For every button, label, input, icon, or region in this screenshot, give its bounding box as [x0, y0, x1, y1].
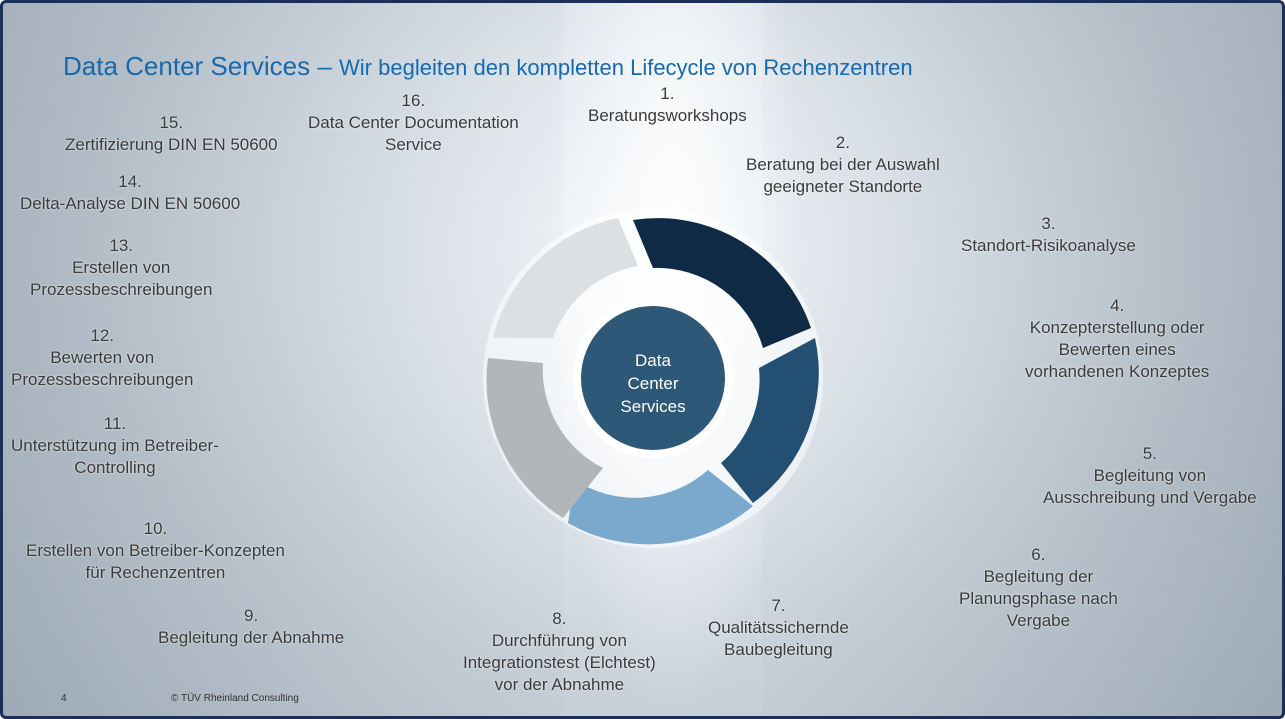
service-text: Bewerten von Prozessbeschreibungen: [11, 348, 194, 389]
cycle-segment-dark-navy: [633, 218, 811, 348]
cycle-segment-light-blue: [568, 470, 753, 545]
service-item-4: 4. Konzepterstellung oder Bewerten eines …: [1025, 295, 1209, 383]
service-item-1: 1. Beratungsworkshops: [588, 83, 747, 127]
service-number: 1.: [660, 84, 675, 103]
service-text: Durchführung von Integrationstest (Elcht…: [463, 631, 656, 694]
service-number: 4.: [1110, 296, 1125, 315]
service-number: 13.: [109, 236, 134, 255]
service-text: Zertifizierung DIN EN 50600: [65, 135, 278, 154]
service-item-9: 9. Begleitung der Abnahme: [158, 605, 344, 649]
service-text: Beratung bei der Auswahl geeigneter Stan…: [746, 155, 940, 196]
service-number: 10.: [143, 519, 168, 538]
service-number: 7.: [771, 596, 786, 615]
center-label-line3: Services: [620, 397, 685, 416]
service-text: Begleitung von Ausschreibung und Vergabe: [1043, 466, 1257, 507]
service-item-12: 12. Bewerten von Prozessbeschreibungen: [11, 325, 193, 391]
service-text: Konzepterstellung oder Bewerten eines vo…: [1025, 318, 1210, 381]
cycle-segment-light-gray: [493, 218, 638, 338]
service-item-6: 6. Begleitung der Planungsphase nach Verg…: [959, 544, 1118, 632]
service-text: Unterstützung im Betreiber- Controlling: [11, 436, 219, 477]
service-item-15: 15. Zertifizierung DIN EN 50600: [65, 112, 278, 156]
service-item-14: 14. Delta-Analyse DIN EN 50600: [20, 171, 240, 215]
cycle-segment-gray: [486, 358, 603, 518]
service-item-7: 7. Qualitätssichernde Baubegleitung: [708, 595, 849, 661]
background-racks-left: [3, 3, 563, 716]
copyright: © TÜV Rheinland Consulting: [171, 693, 299, 704]
slide-title: Data Center Services – Wir begleiten den…: [63, 51, 913, 82]
service-item-2: 2. Beratung bei der Auswahl geeigneter St…: [746, 132, 940, 198]
page-number: 4: [61, 693, 67, 704]
service-item-8: 8. Durchführung von Integrationstest (Elc…: [463, 608, 656, 696]
service-number: 3.: [1041, 214, 1056, 233]
title-dash: –: [310, 51, 340, 81]
service-text: Beratungsworkshops: [588, 106, 747, 125]
service-number: 6.: [1031, 545, 1046, 564]
center-label-line1: Data: [635, 351, 671, 370]
service-text: Begleitung der Abnahme: [158, 628, 345, 647]
service-number: 14.: [118, 172, 142, 191]
service-text: Standort-Risikoanalyse: [961, 236, 1136, 255]
service-text: Data Center Documentation Service: [308, 113, 519, 154]
service-text: Erstellen von Betreiber-Konzepten für Re…: [26, 541, 285, 582]
service-number: 8.: [552, 609, 567, 628]
background-racks-right: [762, 3, 1282, 716]
service-number: 5.: [1142, 444, 1157, 463]
service-text: Erstellen von Prozessbeschreibungen: [30, 258, 213, 299]
service-item-3: 3. Standort-Risikoanalyse: [961, 213, 1136, 257]
center-label-line2: Center: [627, 374, 678, 393]
service-number: 2.: [835, 133, 850, 152]
service-number: 11.: [103, 414, 127, 433]
service-number: 15.: [159, 113, 184, 132]
service-number: 16.: [401, 91, 426, 110]
service-item-10: 10. Erstellen von Betreiber-Konzepten für…: [26, 518, 285, 584]
service-text: Begleitung der Planungsphase nach Vergab…: [959, 567, 1118, 630]
service-number: 9.: [244, 606, 259, 625]
service-item-13: 13. Erstellen von Prozessbeschreibungen: [30, 235, 212, 301]
cycle-segment-dark-blue: [721, 338, 819, 503]
service-text: Delta-Analyse DIN EN 50600: [20, 194, 241, 213]
service-text: Qualitätssichernde Baubegleitung: [708, 618, 849, 659]
service-item-5: 5. Begleitung von Ausschreibung und Verga…: [1043, 443, 1257, 509]
lifecycle-diagram: Data Center Services: [483, 208, 823, 548]
service-number: 12.: [90, 326, 115, 345]
service-item-16: 16. Data Center Documentation Service: [308, 90, 519, 156]
title-subtitle: Wir begleiten den kompletten Lifecycle v…: [339, 55, 913, 80]
service-item-11: 11. Unterstützung im Betreiber- Controlli…: [11, 413, 219, 479]
title-main: Data Center Services: [63, 51, 311, 81]
center-disc: [581, 306, 725, 450]
